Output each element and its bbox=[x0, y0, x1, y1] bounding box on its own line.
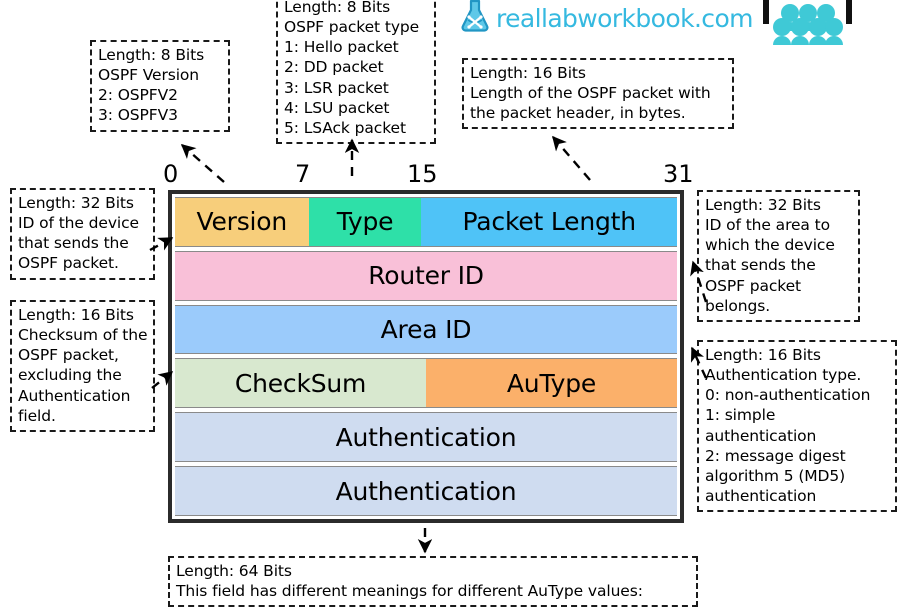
flask-icon bbox=[458, 0, 492, 38]
packet-field-packet-length: Packet Length bbox=[421, 198, 677, 246]
bit-label-15: 15 bbox=[407, 160, 438, 188]
packet-field-checksum: CheckSum bbox=[175, 359, 426, 408]
callout-router-id: Length: 32 Bits ID of the device that se… bbox=[10, 188, 155, 280]
packet-field-router-id: Router ID bbox=[175, 251, 677, 300]
packet-field-area-id: Area ID bbox=[175, 305, 677, 354]
brand-logo: reallabworkbook.com bbox=[458, 0, 753, 38]
packet-row: Router ID bbox=[175, 250, 677, 301]
callout-type: Length: 8 Bits OSPF packet type 1: Hello… bbox=[276, 0, 436, 144]
callout-area-id: Length: 32 Bits ID of the area to which … bbox=[697, 190, 860, 322]
callout-version: Length: 8 Bits OSPF Version 2: OSPFV2 3:… bbox=[90, 40, 230, 132]
callout-checksum: Length: 16 Bits Checksum of the OSPF pac… bbox=[10, 300, 155, 432]
callout-packet-length: Length: 16 Bits Length of the OSPF packe… bbox=[462, 58, 734, 130]
packet-row: Area ID bbox=[175, 304, 677, 355]
packet-field-version: Version bbox=[175, 198, 309, 246]
callout-authentication: Length: 64 Bits This field has different… bbox=[168, 556, 698, 607]
packet-field-authentication: Authentication bbox=[175, 467, 677, 515]
packet-field-authentication: Authentication bbox=[175, 413, 677, 462]
callout-autype: Length: 16 Bits Authentication type. 0: … bbox=[697, 340, 897, 513]
bit-label-0: 0 bbox=[163, 160, 179, 188]
packet-row: Authentication bbox=[175, 412, 677, 463]
bit-label-7: 7 bbox=[295, 160, 311, 188]
packet-row: Authentication bbox=[175, 466, 677, 516]
packet-field-type: Type bbox=[308, 198, 422, 246]
bit-label-31: 31 bbox=[663, 160, 694, 188]
classroom-icon bbox=[760, 0, 855, 52]
packet-field-autype: AuType bbox=[426, 359, 677, 408]
brand-name: reallabworkbook.com bbox=[496, 3, 753, 33]
